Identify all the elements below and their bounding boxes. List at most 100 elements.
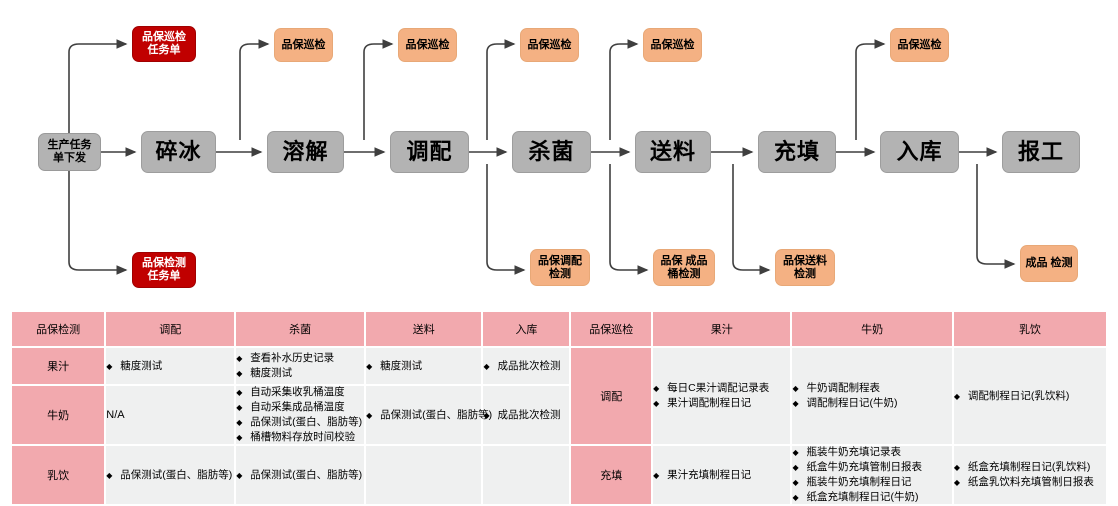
flow-node-label: 生产任务 单下发	[47, 139, 92, 164]
flow-node-blend-test[interactable]: 品保调配 检测	[530, 249, 590, 286]
list-item: 纸盒充填制程日记(牛奶)	[792, 491, 951, 504]
cell-milk-blend: N/A	[106, 386, 235, 444]
list-item: 品保测试(蛋白、脂肪等)	[236, 416, 364, 429]
flow-node-label: 充填	[773, 139, 820, 165]
list-item: 果汁调配制程日记	[653, 397, 790, 410]
cell-dairy-blend: 品保测试(蛋白、脂肪等)	[106, 446, 235, 504]
flow-node-label: 调配	[406, 139, 453, 165]
quality-records-table: 品保检测 调配 杀菌 送料 入库 品保巡检 果汁 牛奶 乳饮 果汁 糖度测试	[10, 310, 1108, 506]
flow-node-sterilize[interactable]: 杀菌	[512, 131, 591, 173]
col-header-qc-patrol: 品保巡检	[571, 312, 652, 346]
cell-juice-blend: 糖度测试	[106, 348, 235, 384]
flow-node-label: 品保巡检	[405, 38, 450, 51]
flow-node-qc-inspect-task-order[interactable]: 品保检测 任务单	[132, 252, 196, 288]
col-header-feed: 送料	[366, 312, 482, 346]
item-list: 品保测试(蛋白、脂肪等)	[106, 469, 234, 482]
flow-node-report-work[interactable]: 报工	[1002, 131, 1080, 173]
item-list: 糖度测试	[106, 360, 234, 373]
flow-node-patrol-4[interactable]: 品保巡检	[643, 28, 702, 62]
table-row: 果汁 糖度测试 查看补水历史记录 糖度测试 糖度测试	[12, 348, 1106, 444]
table-header-row: 品保检测 调配 杀菌 送料 入库 品保巡检 果汁 牛奶 乳饮	[12, 312, 1106, 346]
list-item: 品保测试(蛋白、脂肪等)	[106, 469, 234, 482]
flow-node-patrol-5[interactable]: 品保巡检	[890, 28, 949, 62]
item-list: 纸盒充填制程日记(乳饮料) 纸盒乳饮料充填管制日报表	[954, 461, 1106, 489]
cell-dairy-feed	[366, 446, 482, 504]
col-header-milk: 牛奶	[792, 312, 952, 346]
flow-node-label: 品保检测 任务单	[142, 257, 186, 282]
item-list: 牛奶调配制程表 调配制程日记(牛奶)	[792, 382, 951, 410]
cell-juice-warehouse: 成品批次检测	[483, 348, 570, 384]
row-header-fill: 充填	[571, 446, 652, 504]
flow-node-label: 品保巡检	[527, 38, 572, 51]
cell-fill-dairy: 纸盒充填制程日记(乳饮料) 纸盒乳饮料充填管制日报表	[953, 446, 1106, 504]
cell-juice-feed: 糖度测试	[366, 348, 482, 384]
col-header-sterilize: 杀菌	[236, 312, 365, 346]
flow-node-label: 品保巡检 任务单	[142, 31, 186, 56]
flow-node-patrol-3[interactable]: 品保巡检	[520, 28, 579, 62]
cell-fill-milk: 瓶装牛奶充填记录表 纸盒牛奶充填管制日报表 瓶装牛奶充填制程日记 纸盒充填制程日…	[792, 446, 952, 504]
cell-blend-milk: 牛奶调配制程表 调配制程日记(牛奶)	[792, 348, 952, 444]
flow-node-label: 碎冰	[155, 139, 202, 165]
flow-node-label: 杀菌	[528, 139, 575, 165]
flow-node-label: 品保巡检	[650, 38, 695, 51]
list-item: 品保测试(蛋白、脂肪等)	[236, 469, 364, 482]
production-flow-diagram: 生产任务 单下发 品保巡检 任务单 品保检测 任务单 碎冰 溶解 调配 杀菌 送…	[38, 26, 1080, 288]
flow-node-label: 报工	[1017, 139, 1064, 165]
flow-node-label: 品保巡检	[897, 38, 942, 51]
page-root: 生产任务 单下发 品保巡检 任务单 品保检测 任务单 碎冰 溶解 调配 杀菌 送…	[0, 0, 1118, 478]
list-item: 每日C果汁调配记录表	[653, 382, 790, 395]
flow-node-patrol-2[interactable]: 品保巡检	[398, 28, 457, 62]
item-list: 自动采集收乳桶温度 自动采集成品桶温度 品保测试(蛋白、脂肪等) 桶槽物料存放时…	[236, 386, 364, 444]
flow-node-fill[interactable]: 充填	[758, 131, 836, 173]
col-header-dairy-drink: 乳饮	[953, 312, 1106, 346]
list-item: 瓶装牛奶充填记录表	[792, 446, 951, 459]
flow-node-crush-ice[interactable]: 碎冰	[141, 131, 216, 173]
list-item: 品保测试(蛋白、脂肪等)	[366, 409, 492, 422]
item-list: 品保测试(蛋白、脂肪等)	[366, 409, 492, 422]
flow-node-label: 品保 成品 桶检测	[660, 254, 708, 280]
flow-node-qc-task-order[interactable]: 品保巡检 任务单	[132, 26, 196, 62]
flow-node-product-test[interactable]: 成品 检测	[1020, 245, 1078, 282]
flow-node-finished-barrel-test[interactable]: 品保 成品 桶检测	[653, 249, 715, 286]
flow-node-label: 溶解	[282, 139, 329, 165]
cell-milk-feed: 品保测试(蛋白、脂肪等)	[366, 386, 492, 444]
item-list: 糖度测试	[366, 360, 481, 373]
list-item: 桶槽物料存放时间校验	[236, 431, 364, 444]
list-item: 糖度测试	[106, 360, 234, 373]
flow-node-feed[interactable]: 送料	[635, 131, 711, 173]
flow-node-warehouse[interactable]: 入库	[880, 131, 959, 173]
flow-node-label: 品保送料 检测	[783, 254, 827, 280]
item-list: 成品批次检测	[483, 409, 569, 422]
cell-dairy-sterilize: 品保测试(蛋白、脂肪等)	[236, 446, 365, 504]
list-item: 纸盒牛奶充填管制日报表	[792, 461, 951, 474]
flow-node-label: 成品 检测	[1025, 257, 1073, 270]
cell-blend-dairy: 调配制程日记(乳饮料)	[953, 348, 1106, 444]
item-list: 品保测试(蛋白、脂肪等)	[236, 469, 364, 482]
cell-dairy-warehouse	[483, 446, 570, 504]
item-list: 成品批次检测	[483, 360, 569, 373]
row-header-milk: 牛奶	[12, 386, 105, 444]
cell-milk-sterilize: 自动采集收乳桶温度 自动采集成品桶温度 品保测试(蛋白、脂肪等) 桶槽物料存放时…	[236, 386, 365, 444]
row-header-blend: 调配	[571, 348, 652, 444]
list-item: 成品批次检测	[483, 360, 569, 373]
flow-node-patrol-1[interactable]: 品保巡检	[274, 28, 333, 62]
flow-node-label: 品保调配 检测	[538, 254, 582, 280]
cell-milk-warehouse: 成品批次检测	[483, 386, 570, 444]
row-header-dairy-drink: 乳饮	[12, 446, 105, 504]
flow-connectors	[68, 39, 1016, 275]
flow-node-start[interactable]: 生产任务 单下发	[38, 133, 101, 171]
list-item: 糖度测试	[366, 360, 481, 373]
item-list: 每日C果汁调配记录表 果汁调配制程日记	[653, 382, 790, 410]
flow-node-blend[interactable]: 调配	[390, 131, 469, 173]
flow-node-label: 入库	[896, 139, 943, 165]
col-header-blend: 调配	[106, 312, 235, 346]
list-item: 果汁充填制程日记	[653, 469, 790, 482]
flow-node-dissolve[interactable]: 溶解	[267, 131, 344, 173]
flow-node-label: 送料	[649, 139, 696, 165]
item-list: 调配制程日记(乳饮料)	[954, 390, 1106, 403]
col-header-warehouse: 入库	[483, 312, 570, 346]
item-list: 瓶装牛奶充填记录表 纸盒牛奶充填管制日报表 瓶装牛奶充填制程日记 纸盒充填制程日…	[792, 446, 951, 504]
cell-fill-juice: 果汁充填制程日记	[653, 446, 791, 504]
col-header-qc-inspection: 品保检测	[12, 312, 105, 346]
flow-node-feed-test[interactable]: 品保送料 检测	[775, 249, 835, 286]
